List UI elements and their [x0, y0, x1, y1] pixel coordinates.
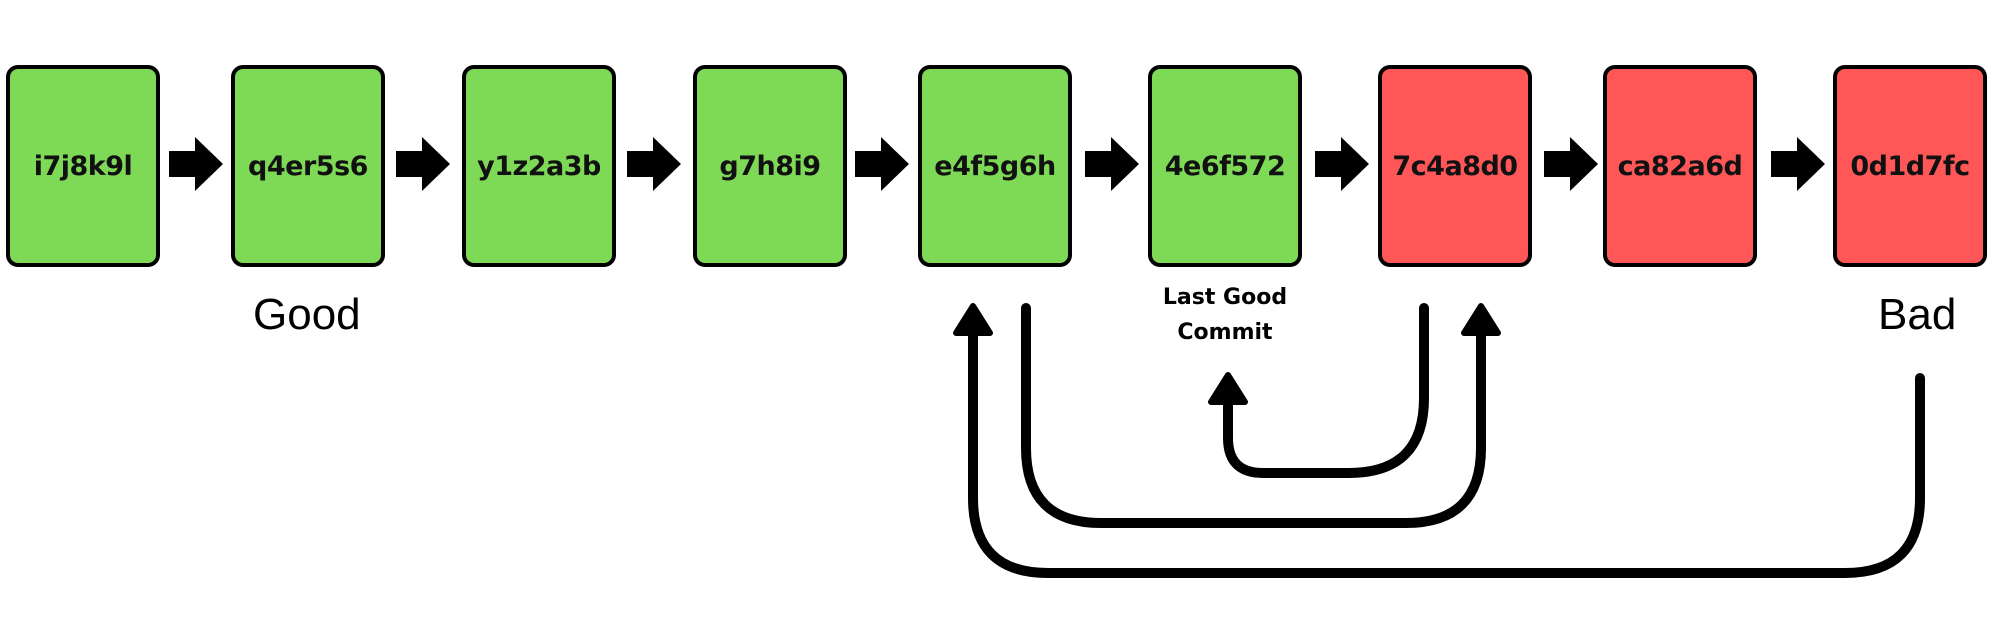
last-good-label-line1: Last Good: [1162, 285, 1288, 310]
commit-box: g7h8i9: [693, 65, 847, 267]
right-arrow-icon: [1771, 137, 1825, 191]
commit-box-last-good: 4e6f572: [1148, 65, 1302, 267]
last-good-label-line2: Commit: [1177, 320, 1273, 345]
commit-box: i7j8k9l: [6, 65, 160, 267]
commit-box: 7c4a8d0: [1378, 65, 1532, 267]
right-arrow-icon: [1544, 137, 1598, 191]
commit-box: q4er5s6: [231, 65, 385, 267]
right-arrow-icon: [169, 137, 223, 191]
arrowhead-icon: [1461, 303, 1501, 336]
commit-box: 0d1d7fc: [1833, 65, 1987, 267]
right-arrow-icon: [627, 137, 681, 191]
right-arrow-icon: [1315, 137, 1369, 191]
last-good-commit-label: Last Good Commit: [1130, 280, 1320, 350]
commit-box: y1z2a3b: [462, 65, 616, 267]
right-arrow-icon: [396, 137, 450, 191]
loop-arrow-icon: [1021, 303, 1486, 528]
arrowhead-icon: [953, 303, 993, 336]
loop-arrow-icon: [968, 325, 1925, 578]
commit-box: ca82a6d: [1603, 65, 1757, 267]
right-arrow-icon: [855, 137, 909, 191]
arrowhead-icon: [1208, 372, 1248, 405]
loop-arrow-icon: [1223, 303, 1429, 478]
good-label: Good: [253, 290, 361, 339]
right-arrow-icon: [1085, 137, 1139, 191]
commit-box: e4f5g6h: [918, 65, 1072, 267]
bad-label: Bad: [1878, 290, 1957, 339]
